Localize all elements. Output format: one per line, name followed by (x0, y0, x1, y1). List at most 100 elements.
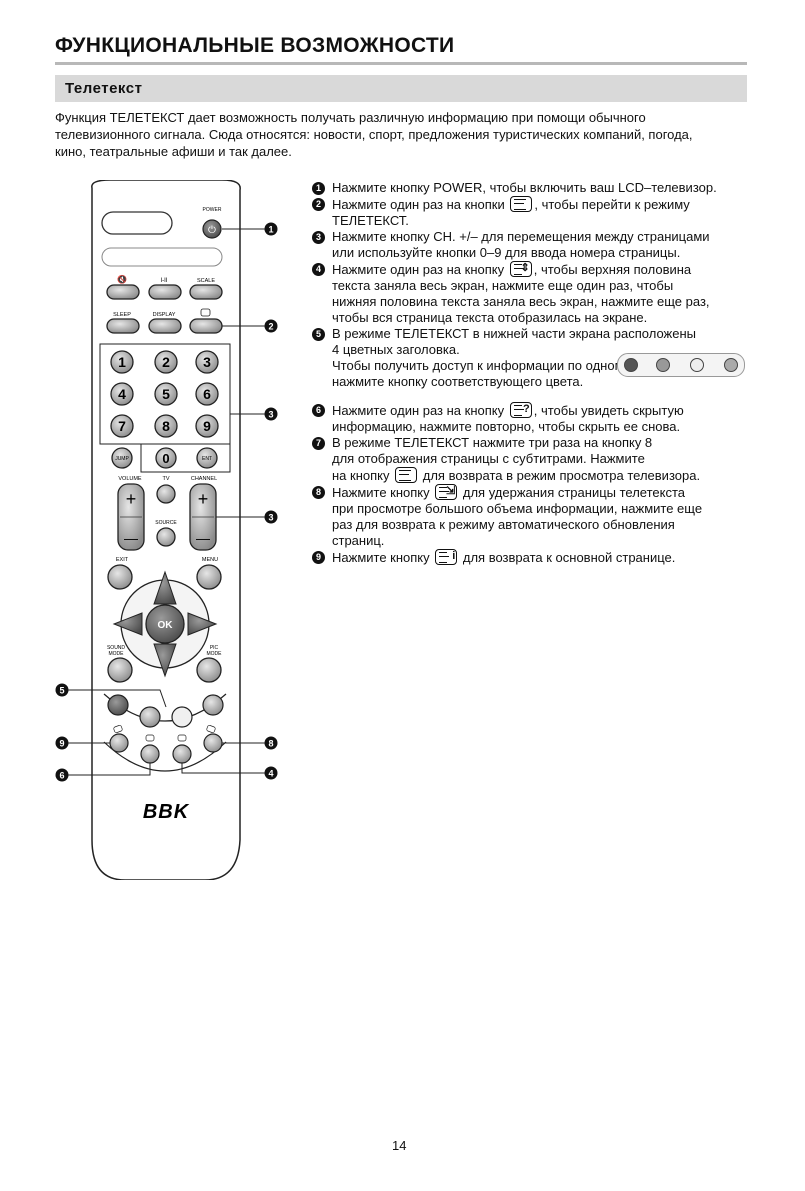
digit-7-label: 7 (118, 418, 126, 434)
callout-marker (264, 510, 278, 524)
digit-2-button (154, 350, 178, 374)
channel-label: CHANNEL (191, 476, 217, 482)
power-button (202, 219, 222, 239)
digit-0-label: 0 (162, 451, 169, 466)
teletext-hold-button (203, 733, 223, 753)
blue-dot-icon (724, 358, 738, 372)
pic-mode-label: PIC (210, 645, 219, 651)
step-number: 8 (312, 486, 325, 499)
channel-plus: + (198, 489, 209, 509)
scale-button (189, 284, 223, 300)
ok-label: OK (158, 620, 174, 631)
brand-logo: BBK (143, 801, 190, 823)
step-number: 6 (312, 404, 325, 417)
step-4: 4 Нажмите один раз на кнопку ⇕, чтобы ве… (312, 261, 762, 326)
section-title: Телетекст (65, 80, 143, 97)
step-3: 3 Нажмите кнопку CH. +/– для перемещения… (312, 229, 762, 261)
step-number: 1 (312, 182, 325, 195)
menu-button (196, 564, 222, 590)
step-text: нажмите кнопку соответствующего цвета. (332, 374, 584, 389)
ent-button (196, 447, 218, 469)
nav-left-arrow (112, 612, 143, 636)
digit-3-button (195, 350, 219, 374)
callout-marker (264, 407, 278, 421)
step-number: 3 (312, 231, 325, 244)
sound-mode-label-2: MODE (109, 651, 125, 657)
digit-6-label: 6 (203, 386, 211, 402)
jump-button (111, 447, 133, 469)
step-text: Чтобы получить доступ к информации по од… (332, 358, 676, 373)
section-header: Телетекст (55, 75, 747, 102)
callout-number: 3 (268, 513, 273, 523)
page-title: ФУНКЦИОНАЛЬНЫЕ ВОЗМОЖНОСТИ (55, 34, 455, 57)
step-8: 8 Нажмите кнопку ⇲ для удержания страниц… (312, 484, 762, 549)
step-7: 7 В режиме ТЕЛЕТЕКСТ нажмите три раза на… (312, 435, 762, 484)
steps-list: 1 Нажмите кнопку POWER, чтобы включить в… (312, 180, 762, 566)
source-label: SOURCE (155, 520, 177, 526)
step-text: Нажмите один раз на кнопку ⇕, чтобы верх… (332, 261, 692, 277)
step-9: 9 Нажмите кнопку i для возврата к основн… (312, 549, 762, 566)
callout-marker (264, 766, 278, 780)
tt-index-mini-icon (113, 725, 123, 733)
power-icon: ⏻ (208, 225, 216, 236)
intro-line: телевизионного сигнала. Сюда относятся: … (55, 127, 693, 142)
menu-label: MENU (202, 557, 218, 563)
i-ii-button (148, 284, 182, 300)
digit-5-button (154, 382, 178, 406)
sleep-label: SLEEP (113, 312, 131, 318)
step-text: Нажмите кнопку ⇲ для удержания страницы … (332, 484, 686, 500)
callout-number: 6 (59, 771, 64, 781)
volume-label: VOLUME (118, 476, 142, 482)
step-number: 2 (312, 198, 325, 211)
teletext-index-icon: i (435, 549, 458, 565)
keypad-frame (99, 343, 231, 445)
callout-marker (264, 319, 278, 333)
step-text: Нажмите один раз на кнопку ?, чтобы увид… (332, 402, 684, 418)
exit-button (107, 564, 133, 590)
nav-up-arrow (153, 570, 177, 605)
step-text: В режиме ТЕЛЕТЕКСТ в нижней части экрана… (332, 326, 696, 341)
callout-number: 4 (268, 769, 273, 779)
intro-paragraph: Функция ТЕЛЕТЕКСТ дает возможность получ… (55, 109, 755, 160)
callout-number: 1 (268, 225, 273, 235)
step-text: Нажмите кнопку POWER, чтобы включить ваш… (332, 180, 717, 195)
callout-marker (264, 222, 278, 236)
step-text: Нажмите кнопку i для возврата к основной… (332, 549, 676, 565)
ent-label: ENT (202, 456, 212, 462)
digit-9-button (195, 414, 219, 438)
yellow-dot-icon (690, 358, 704, 372)
title-divider (55, 62, 747, 65)
callout-lines (68, 228, 266, 776)
callout-number: 5 (59, 686, 64, 696)
digit-8-label: 8 (162, 418, 170, 434)
teletext-reveal-icon: ? (509, 402, 532, 418)
step-text: раз для возврата к режиму автоматическог… (332, 517, 675, 532)
step-number: 7 (312, 437, 325, 450)
intro-line: кино, театральные афиши и так далее. (55, 144, 292, 159)
digit-8-button (154, 414, 178, 438)
step-text: текста заняла весь экран, нажмите еще од… (332, 278, 674, 293)
blue-key (202, 694, 224, 716)
digit-3-label: 3 (203, 354, 211, 370)
volume-minus: — (124, 530, 138, 546)
sleep-button (106, 318, 140, 334)
teletext-index-button (109, 733, 129, 753)
sound-mode-button (107, 657, 133, 683)
step-5: 5 В режиме ТЕЛЕТЕКСТ в нижней части экра… (312, 326, 762, 390)
nav-down-arrow (153, 643, 177, 678)
step-text: ТЕЛЕТЕКСТ. (332, 213, 409, 228)
source-button (156, 527, 176, 547)
callout-marker (264, 736, 278, 750)
step-number: 5 (312, 328, 325, 341)
display-button (148, 318, 182, 334)
i-ii-label: I-II (161, 278, 168, 284)
yellow-key (171, 706, 193, 728)
ok-button (145, 604, 185, 644)
nav-right-arrow (187, 612, 218, 636)
step-1: 1 Нажмите кнопку POWER, чтобы включить в… (312, 180, 762, 196)
step-text: на кнопку для возврата в режим просмотра… (332, 467, 701, 483)
callout-number: 3 (268, 410, 273, 420)
